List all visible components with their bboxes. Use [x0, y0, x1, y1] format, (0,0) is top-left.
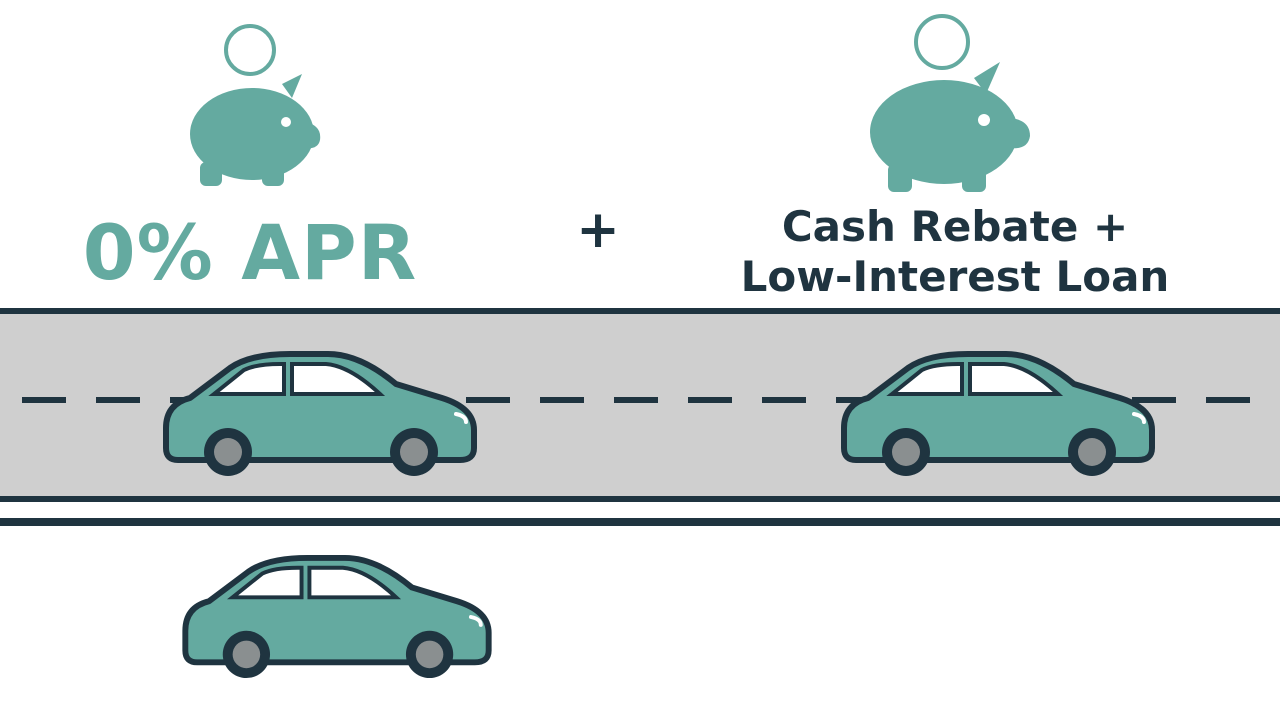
car-icon-2 — [841, 351, 1155, 476]
road-edge-line — [0, 518, 1280, 526]
car-icon-1 — [163, 351, 477, 476]
plus-separator: + — [576, 200, 620, 260]
offer-label-line2: Low-Interest Loan — [740, 252, 1170, 301]
coin-icon — [224, 24, 276, 76]
car-icon-3 — [182, 554, 492, 679]
piggy-bank-icon-left — [190, 24, 321, 186]
offer-label-zero-apr: 0% APR — [82, 208, 418, 297]
coin-icon — [914, 14, 970, 70]
offer-label-line1: Cash Rebate + — [781, 202, 1129, 251]
offer-label-cash-rebate: Cash Rebate + Low-Interest Loan — [700, 202, 1210, 302]
piggy-bank-icon-right — [870, 14, 1030, 192]
